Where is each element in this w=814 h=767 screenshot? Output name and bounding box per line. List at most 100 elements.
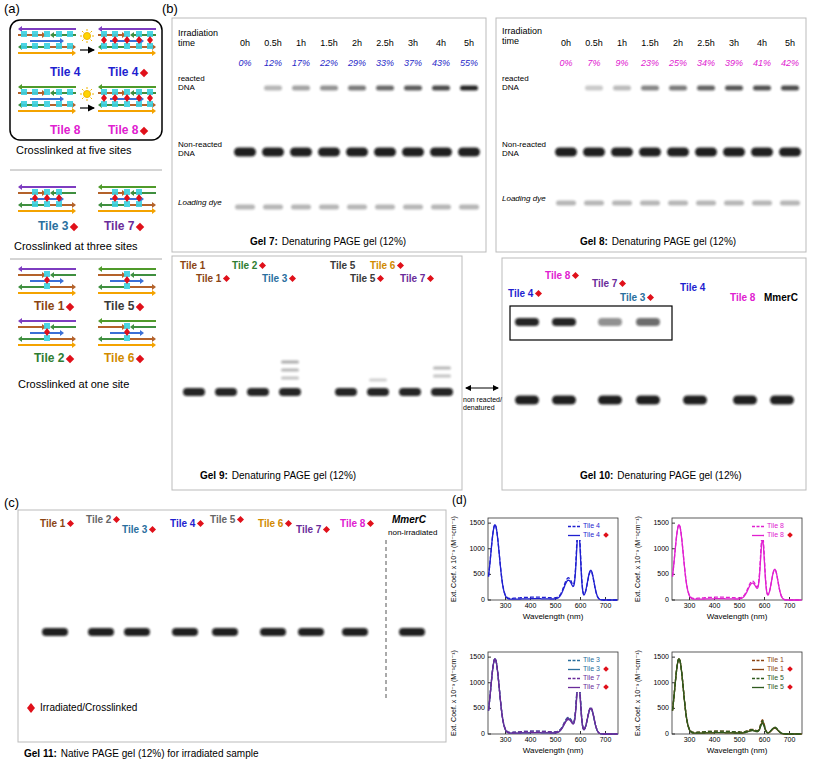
axis-label: 300 bbox=[684, 736, 696, 744]
crosslink-diamond bbox=[136, 94, 142, 102]
dna-strand bbox=[98, 344, 154, 346]
gel-band bbox=[183, 388, 205, 396]
crosslink-diamond bbox=[112, 94, 118, 102]
dna-strand bbox=[100, 86, 156, 88]
modification-site bbox=[21, 101, 27, 107]
figure-label: Crosslinked at three sites bbox=[14, 240, 138, 253]
legend-text: Tile 3 bbox=[582, 665, 601, 673]
crosslink-diamond bbox=[44, 328, 50, 336]
legend-ground bbox=[751, 531, 765, 540]
strand-head bbox=[50, 190, 54, 196]
strand-head bbox=[50, 272, 54, 278]
gel-band bbox=[668, 201, 688, 206]
crosslink-diamond bbox=[44, 276, 50, 284]
dna-strand bbox=[18, 210, 74, 212]
figure-label: Denaturing PAGE gel (12%) bbox=[612, 236, 736, 248]
axis-label: 500 bbox=[473, 570, 485, 578]
figure-label: Tile 7 bbox=[296, 524, 321, 536]
axis-label: 1000 bbox=[469, 679, 485, 687]
spectrum-curve bbox=[673, 659, 802, 734]
gel-band bbox=[215, 388, 237, 396]
dna-strand bbox=[20, 286, 44, 288]
strand-head bbox=[130, 32, 134, 38]
crosslink-diamond bbox=[147, 94, 153, 102]
axis-label: Wavelength (nm) bbox=[523, 612, 584, 621]
dna-strand bbox=[52, 192, 76, 194]
figure-label: 2.5h bbox=[376, 38, 394, 48]
strand-head bbox=[98, 266, 102, 272]
modification-site bbox=[56, 31, 62, 37]
axis-label: 0 bbox=[665, 730, 669, 738]
figure-label: Tile 2 bbox=[34, 352, 64, 366]
figure-label: Tile 1 bbox=[180, 260, 205, 272]
dna-strand bbox=[98, 110, 154, 112]
figure-label: Denaturing PAGE gel (12%) bbox=[282, 236, 406, 248]
axis-label: 600 bbox=[575, 602, 587, 610]
gel-band bbox=[432, 86, 450, 91]
figure-label: reacted DNA bbox=[178, 74, 218, 92]
figure-label: 17% bbox=[292, 58, 310, 68]
dna-strand bbox=[132, 326, 156, 328]
gel-band bbox=[88, 628, 114, 636]
gel-band bbox=[723, 148, 745, 157]
strand-head bbox=[140, 330, 144, 336]
figure-label: Irradiated/Crosslinked bbox=[40, 702, 137, 714]
axis-label: 500 bbox=[473, 704, 485, 712]
spectrum-curve bbox=[673, 659, 802, 734]
figure-label: 9% bbox=[615, 58, 628, 68]
dna-strand bbox=[100, 338, 124, 340]
legend-line bbox=[752, 687, 764, 688]
figure-label: 39% bbox=[725, 58, 743, 68]
figure-label: Tile 7 bbox=[400, 273, 425, 285]
axis-label: 1000 bbox=[653, 679, 669, 687]
legend-text: Tile 8 bbox=[766, 531, 785, 539]
modification-site bbox=[67, 101, 73, 107]
legend-line bbox=[752, 678, 764, 679]
gel-band bbox=[583, 148, 605, 157]
figure-label: Gel 9: bbox=[200, 470, 228, 482]
gel-band bbox=[552, 396, 576, 405]
axis-label: 500 bbox=[550, 602, 562, 610]
strand-head bbox=[60, 278, 64, 284]
crosslink-diamond bbox=[66, 303, 74, 311]
legend-ground bbox=[567, 522, 581, 531]
figure-label: Tile 4 bbox=[680, 282, 705, 294]
strand-head bbox=[152, 202, 156, 208]
figure-label: Gel 7: bbox=[250, 236, 278, 248]
legend-text: Tile 4 bbox=[582, 522, 601, 530]
separator bbox=[10, 170, 162, 171]
crosslink-diamond bbox=[603, 666, 609, 672]
figure-label: Non-reacted DNA bbox=[502, 140, 550, 158]
crosslink-diamond bbox=[101, 94, 107, 102]
gel-band bbox=[697, 86, 715, 91]
strand-head bbox=[50, 324, 54, 330]
axis-label: 700 bbox=[784, 602, 796, 610]
gel-band bbox=[636, 396, 660, 405]
gel-band bbox=[375, 205, 395, 210]
figure-label: 2h bbox=[673, 38, 683, 48]
dna-strand bbox=[18, 326, 44, 328]
spectrum-curve bbox=[489, 522, 618, 600]
figure-label: Tile 5 bbox=[104, 300, 134, 314]
axis-tick bbox=[672, 682, 675, 683]
legend-ground bbox=[567, 665, 581, 674]
strand-head bbox=[72, 50, 76, 56]
gel-band bbox=[753, 86, 771, 91]
modification-site bbox=[44, 101, 50, 107]
plot-frame bbox=[488, 652, 618, 734]
spectrum-curve bbox=[489, 659, 618, 734]
figure-label: Tile 6 bbox=[370, 260, 395, 272]
dna-strand bbox=[18, 110, 74, 112]
figure-label: Tile 3 bbox=[122, 524, 147, 536]
legend-text: Tile 7 bbox=[582, 683, 601, 691]
gel-band bbox=[751, 148, 773, 157]
strand-head bbox=[18, 202, 22, 208]
spectrum-curve bbox=[489, 659, 618, 734]
gel-band bbox=[348, 86, 366, 91]
figure-label: 23% bbox=[641, 58, 659, 68]
gel-band bbox=[279, 388, 301, 396]
gel-band bbox=[124, 628, 150, 636]
gel-band bbox=[172, 628, 198, 636]
gel-band bbox=[515, 318, 539, 326]
gel-band bbox=[260, 628, 286, 636]
